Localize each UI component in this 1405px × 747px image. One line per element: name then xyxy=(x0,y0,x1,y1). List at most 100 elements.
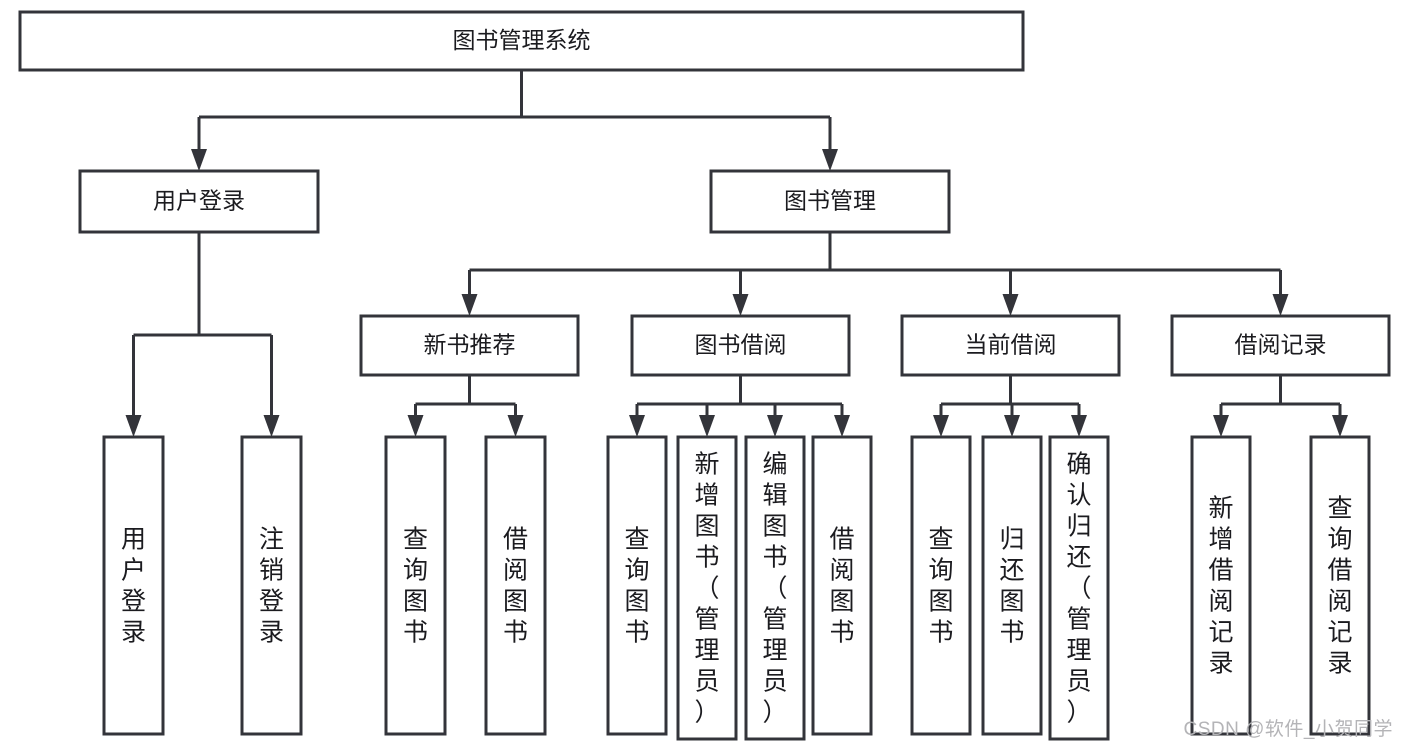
node-box-book-manage xyxy=(709,169,951,234)
node-label-char-leaf-borrow-lend-book-0: 借 xyxy=(829,526,854,554)
node-new-book-rec[interactable]: 新书推荐 xyxy=(359,314,580,377)
node-label-char-leaf-borrow-edit-book-8: ） xyxy=(762,699,787,727)
node-label-char-leaf-borrow-lend-book-3: 书 xyxy=(829,619,854,647)
node-label-char-leaf-borrow-edit-book-6: 理 xyxy=(762,637,787,665)
node-label-char-leaf-borrow-lend-book-1: 阅 xyxy=(829,557,854,585)
arrow-head-icon xyxy=(834,415,850,437)
node-box-leaf-borrow-edit-book xyxy=(744,435,806,741)
node-label-char-leaf-cur-confirm-return-2: 归 xyxy=(1066,513,1091,541)
node-book-borrow[interactable]: 图书借阅 xyxy=(630,314,851,377)
node-label-char-leaf-user-login-3: 录 xyxy=(121,619,146,647)
node-box-leaf-user-login xyxy=(102,435,165,736)
node-label-char-leaf-borrow-query-book-0: 查 xyxy=(624,526,649,554)
node-label-user-login: 用户登录 xyxy=(153,188,245,214)
node-borrow-record[interactable]: 借阅记录 xyxy=(1170,314,1391,377)
node-label-char-leaf-cur-confirm-return-6: 理 xyxy=(1066,637,1091,665)
node-label-root: 图书管理系统 xyxy=(453,27,591,53)
node-label-char-leaf-user-login-1: 户 xyxy=(121,557,146,585)
node-box-book-borrow xyxy=(630,314,851,377)
arrow-head-icon xyxy=(1002,294,1019,316)
arrow-head-icon xyxy=(1004,415,1020,437)
node-box-new-book-rec xyxy=(359,314,580,377)
node-current-borrow[interactable]: 当前借阅 xyxy=(900,314,1121,377)
node-label-char-leaf-rec-query-book-3: 书 xyxy=(403,619,428,647)
arrow-head-icon xyxy=(263,415,280,437)
node-label-book-borrow: 图书借阅 xyxy=(695,332,787,358)
node-label-char-leaf-rec-query-book-0: 查 xyxy=(403,526,428,554)
node-box-leaf-rec-add-record xyxy=(1190,435,1252,736)
node-label-char-leaf-cur-confirm-return-7: 员 xyxy=(1066,668,1091,696)
node-label-char-leaf-borrow-edit-book-2: 图 xyxy=(762,513,787,541)
arrow-head-icon xyxy=(699,415,715,437)
arrow-head-icon xyxy=(629,415,645,437)
node-label-char-leaf-rec-add-record-5: 录 xyxy=(1208,650,1233,678)
node-label-char-leaf-rec-query-record-0: 查 xyxy=(1327,495,1352,523)
node-label-char-leaf-borrow-edit-book-1: 辑 xyxy=(762,482,787,510)
node-label-char-leaf-rec-query-record-3: 阅 xyxy=(1327,588,1352,616)
node-box-leaf-borrow-add-book xyxy=(676,435,738,741)
node-leaf-user-login[interactable]: 用户登录 xyxy=(102,435,165,736)
node-label-char-leaf-borrow-add-book-0: 新 xyxy=(694,451,719,479)
arrow-head-icon xyxy=(125,415,142,437)
node-label-char-leaf-rec-borrow-book-1: 阅 xyxy=(503,557,528,585)
node-label-char-leaf-user-logout-3: 录 xyxy=(259,619,284,647)
node-label-char-leaf-user-login-0: 用 xyxy=(121,526,146,554)
node-label-char-leaf-borrow-add-book-1: 增 xyxy=(694,482,719,510)
node-label-char-leaf-rec-query-record-2: 借 xyxy=(1327,557,1352,585)
node-box-borrow-record xyxy=(1170,314,1391,377)
node-box-leaf-user-logout xyxy=(240,435,303,736)
node-label-char-leaf-rec-query-book-2: 图 xyxy=(403,588,428,616)
arrow-head-icon xyxy=(507,415,524,437)
node-label-char-leaf-cur-return-book-2: 图 xyxy=(999,588,1024,616)
node-label-char-leaf-borrow-query-book-2: 图 xyxy=(624,588,649,616)
node-label-char-leaf-cur-query-book-3: 书 xyxy=(928,619,953,647)
node-box-leaf-cur-confirm-return xyxy=(1048,435,1110,741)
node-box-leaf-borrow-lend-book xyxy=(811,435,873,736)
node-label-char-leaf-cur-confirm-return-8: ） xyxy=(1066,699,1091,727)
node-label-char-leaf-user-logout-2: 登 xyxy=(259,588,284,616)
nodes-layer: 图书管理系统用户登录图书管理新书推荐图书借阅当前借阅借阅记录用户登录注销登录查询… xyxy=(18,10,1391,741)
node-label-char-leaf-borrow-add-book-7: 员 xyxy=(694,668,719,696)
node-box-root xyxy=(18,10,1025,72)
node-label-char-leaf-rec-query-record-4: 记 xyxy=(1327,619,1352,647)
node-label-char-leaf-borrow-edit-book-7: 员 xyxy=(762,668,787,696)
node-label-char-leaf-cur-query-book-0: 查 xyxy=(928,526,953,554)
node-label-char-leaf-rec-add-record-1: 增 xyxy=(1208,526,1233,554)
node-label-char-leaf-cur-query-book-2: 图 xyxy=(928,588,953,616)
node-box-user-login xyxy=(78,169,320,234)
arrow-head-icon xyxy=(191,149,207,171)
node-label-char-leaf-borrow-edit-book-0: 编 xyxy=(762,451,787,479)
arrow-head-icon xyxy=(461,294,478,316)
node-label-char-leaf-borrow-edit-book-5: 管 xyxy=(762,606,787,634)
node-label-char-leaf-rec-add-record-4: 记 xyxy=(1208,619,1233,647)
node-user-login[interactable]: 用户登录 xyxy=(78,169,320,234)
node-label-char-leaf-borrow-query-book-3: 书 xyxy=(624,619,649,647)
node-label-char-leaf-cur-query-book-1: 询 xyxy=(928,557,953,585)
node-label-char-leaf-borrow-query-book-1: 询 xyxy=(624,557,649,585)
node-book-manage[interactable]: 图书管理 xyxy=(709,169,951,234)
node-label-char-leaf-rec-query-book-1: 询 xyxy=(403,557,428,585)
node-label-char-leaf-rec-add-record-3: 阅 xyxy=(1208,588,1233,616)
arrow-head-icon xyxy=(767,415,783,437)
edges-layer xyxy=(125,70,1348,437)
node-root[interactable]: 图书管理系统 xyxy=(18,10,1025,72)
node-box-leaf-rec-query-record xyxy=(1309,435,1371,736)
node-label-new-book-rec: 新书推荐 xyxy=(424,332,516,358)
node-box-current-borrow xyxy=(900,314,1121,377)
node-box-leaf-rec-borrow-book xyxy=(484,435,547,736)
node-label-char-leaf-borrow-add-book-8: ） xyxy=(694,699,719,727)
